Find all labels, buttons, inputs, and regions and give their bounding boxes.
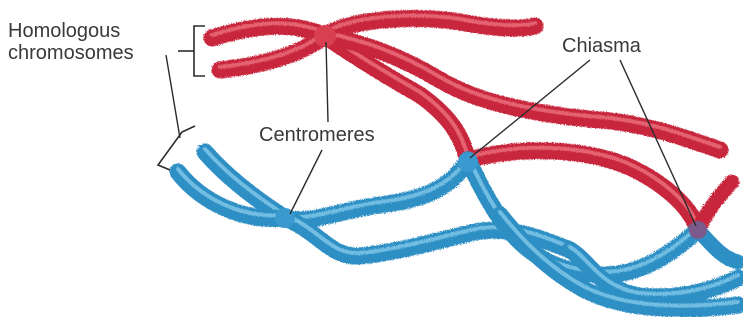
centromere-leader-bottom xyxy=(290,150,322,214)
red-centromere xyxy=(314,25,336,47)
bracket-blue-pair xyxy=(158,126,195,170)
homologous-leader-line xyxy=(166,55,180,138)
red-chromosome xyxy=(212,16,732,230)
centromere-leader-top xyxy=(326,42,328,122)
centromeres-label: Centromeres xyxy=(259,124,375,146)
chiasma-point-left xyxy=(458,152,478,172)
chiasma-point-right xyxy=(689,221,707,239)
homologous-label-line2: chromosomes xyxy=(8,42,134,64)
chiasma-label: Chiasma xyxy=(562,35,641,57)
homologous-label-line1: Homologous xyxy=(8,20,134,42)
bracket-red-pair xyxy=(178,26,205,76)
homologous-chromosomes-label: Homologous chromosomes xyxy=(8,20,134,64)
